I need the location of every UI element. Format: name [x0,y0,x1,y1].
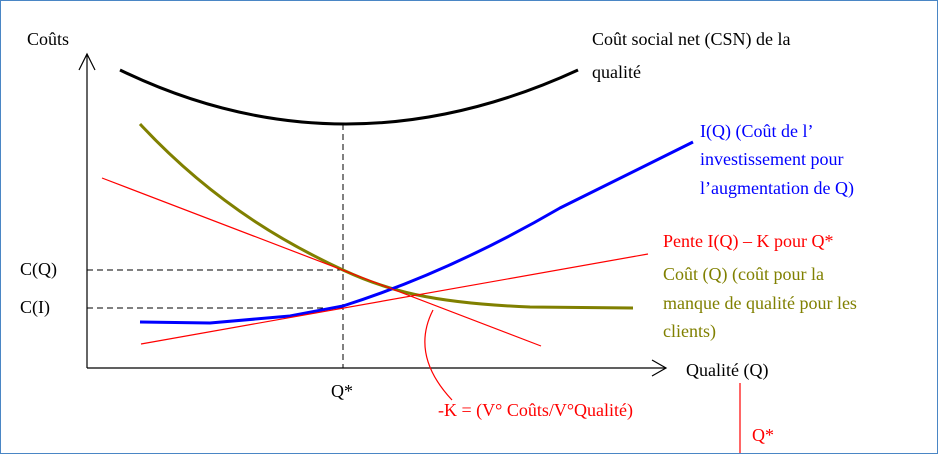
tick-label-qstar: Q* [331,381,353,401]
quality-cost-label-line3: clients) [663,321,716,342]
guide-lines [87,124,344,368]
y-axis-label: Coûts [27,29,69,49]
quality-cost-label-line2: manque de qualité pour les [663,293,857,313]
investment-label-line2: investissement pour [700,149,843,169]
k-pointer [424,309,453,401]
tick-label-ci: C(I) [20,297,50,318]
k-formula-label: -K = (V° Coûts/V°Qualité) [438,400,633,421]
investment-curve [139,140,694,325]
y-axis-arrow [78,52,96,71]
x-axis-label: Qualité (Q) [686,360,768,381]
x-axis-arrow [651,359,668,377]
csn-curve [119,68,579,126]
quality-cost-label-line1: Coût (Q) (coût pour la [663,264,824,285]
qstar-side-label: Q* [752,425,774,445]
axes [78,52,668,377]
quality-cost-curve [138,122,634,310]
tangent-line [101,177,542,347]
csn-label-line1: Coût social net (CSN) de la [592,29,790,50]
investment-label-line3: l’augmentation de Q) [700,178,854,199]
investment-label-line1: I(Q) (Coût de l’ [700,121,813,142]
csn-label-line2: qualité [592,62,641,82]
slope-line [140,253,649,345]
tick-label-cq: C(Q) [20,259,57,280]
slope-label: Pente I(Q) – K pour Q* [663,231,833,252]
